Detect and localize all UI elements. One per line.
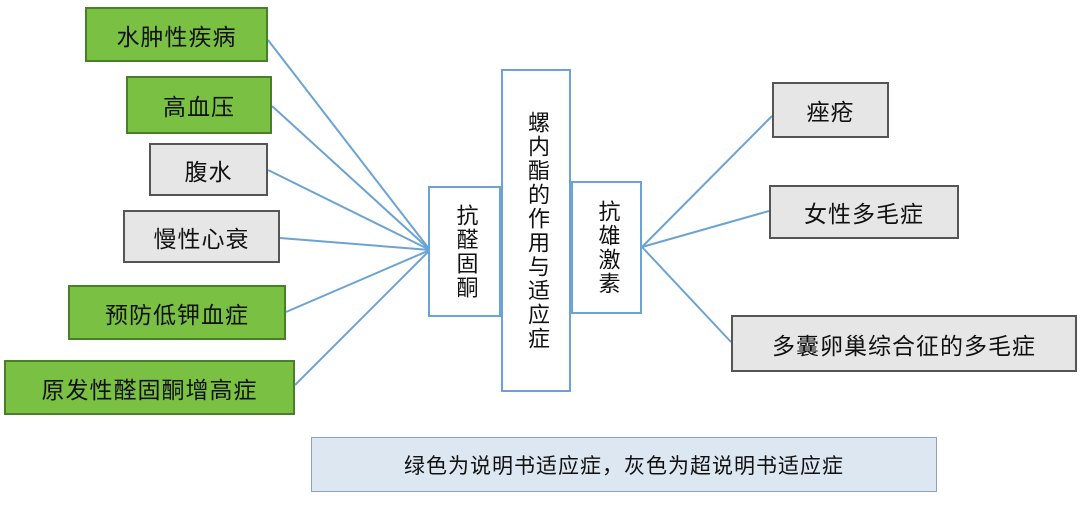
indication-female-hirsutism: 女性多毛症 [769,185,959,239]
connector-chronic-heart-failure [279,237,431,251]
legend-box: 绿色为说明书适应症，灰色为超说明书适应症 [311,437,937,492]
indication-hypertension: 高血压 [126,76,272,134]
center-title: 螺内酯的作用与适应症 [524,110,549,351]
indication-label: 慢性心衰 [153,226,250,253]
indication-acne: 痤疮 [772,82,889,138]
indication-label: 高血压 [163,95,235,121]
mechanism-label: 抗醛固酮 [452,203,478,300]
indication-label: 原发性醛固酮增高症 [41,377,258,404]
indication-label: 腹水 [184,159,233,186]
connector-pcos [641,246,732,343]
mechanism-anti-androgen: 抗雄激素 [571,181,642,314]
connector-hirsutism [641,210,770,248]
connector-aldosteronism [294,249,431,386]
indication-chronic-heart-failure: 慢性心衰 [123,210,280,263]
indication-label: 女性多毛症 [804,202,924,228]
connector-hypertension [271,105,431,251]
connector-hypokalemia [285,249,431,313]
indication-pcos-hirsutism: 多囊卵巢综合征的多毛症 [731,315,1077,372]
indication-hypokalemia-prevention: 预防低钾血症 [68,285,286,340]
indication-label: 痤疮 [806,100,855,126]
indication-ascites: 腹水 [149,143,268,196]
indication-primary-aldosteronism: 原发性醛固酮增高症 [4,360,295,415]
mechanism-label: 抗雄激素 [594,199,620,296]
connector-acne [641,115,773,248]
indication-water-edema: 水肿性疾病 [85,7,268,62]
indication-label: 水肿性疾病 [116,24,237,51]
indication-label: 预防低钾血症 [105,302,249,329]
center-title-box: 螺内酯的作用与适应症 [501,69,571,392]
indication-label: 多囊卵巢综合征的多毛症 [772,333,1036,360]
mechanism-anti-aldosterone: 抗醛固酮 [428,186,501,317]
connector-ascites [267,169,431,251]
legend-text: 绿色为说明书适应症，灰色为超说明书适应症 [404,453,844,478]
connector-water-edema [267,39,431,251]
